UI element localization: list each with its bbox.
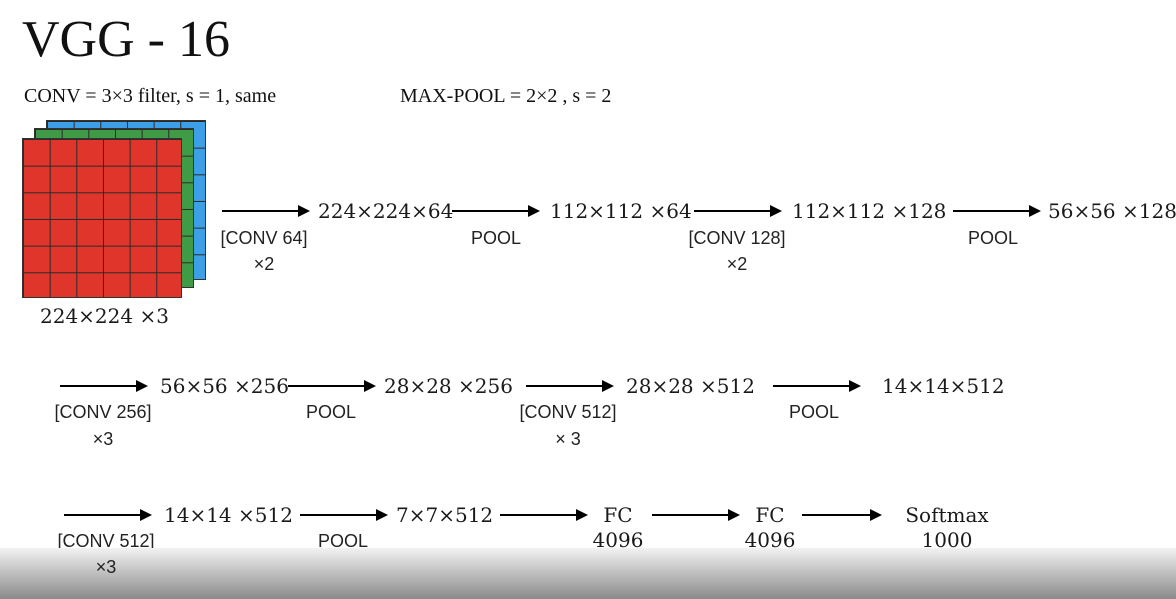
arrow (222, 205, 310, 217)
arrow (288, 380, 376, 392)
softmax-label: Softmax (905, 503, 989, 527)
pool-label: POOL (317, 531, 369, 551)
conv512-repeat: ×3 (95, 557, 117, 577)
arrow (300, 509, 388, 521)
dim-28x28x256: 28×28 ×256 (384, 374, 513, 398)
arrow (526, 380, 614, 392)
pool-label: POOL (967, 228, 1019, 248)
conv-definition: CONV = 3×3 filter, s = 1, same (24, 85, 277, 107)
video-player-bar (0, 548, 1176, 599)
pool-label: POOL (788, 402, 840, 422)
fc1-label: FC (603, 503, 633, 527)
conv512-label: [CONV 512] (57, 531, 155, 551)
dim-224x224x64: 224×224×64 (318, 199, 454, 223)
page-title: VGG - 16 (22, 11, 230, 68)
conv64-label: [CONV 64] (220, 228, 308, 248)
dim-56x56x256: 56×56 ×256 (160, 374, 289, 398)
arrow (802, 509, 882, 521)
conv256-repeat: ×3 (92, 429, 114, 449)
conv512-label: [CONV 512] (519, 402, 617, 422)
conv64-repeat: ×2 (253, 254, 275, 274)
conv256-label: [CONV 256] (54, 402, 152, 422)
arrow (953, 205, 1041, 217)
dim-112x112x128: 112×112 ×128 (792, 199, 947, 223)
input-volume-cube (22, 120, 212, 300)
conv512-repeat: × 3 (555, 429, 581, 449)
arrow (60, 380, 148, 392)
dim-14x14x512: 14×14 ×512 (164, 503, 293, 527)
maxpool-definition: MAX-POOL = 2×2 , s = 2 (400, 85, 612, 107)
dim-112x112x64: 112×112 ×64 (550, 199, 692, 223)
arrow (773, 380, 861, 392)
arrow (500, 509, 588, 521)
red-channel (22, 138, 182, 298)
dim-28x28x512: 28×28 ×512 (626, 374, 755, 398)
dim-14x14x512: 14×14×512 (882, 374, 1005, 398)
conv128-label: [CONV 128] (688, 228, 786, 248)
arrow (694, 205, 782, 217)
fc2-label: FC (755, 503, 785, 527)
arrow (652, 509, 740, 521)
dim-56x56x128: 56×56 ×128 (1048, 199, 1176, 223)
input-dimension: 224×224 ×3 (40, 304, 169, 328)
conv128-repeat: ×2 (726, 254, 748, 274)
arrow (452, 205, 540, 217)
arrow (64, 509, 152, 521)
pool-label: POOL (470, 228, 522, 248)
dim-7x7x512: 7×7×512 (396, 503, 494, 527)
pool-label: POOL (305, 402, 357, 422)
